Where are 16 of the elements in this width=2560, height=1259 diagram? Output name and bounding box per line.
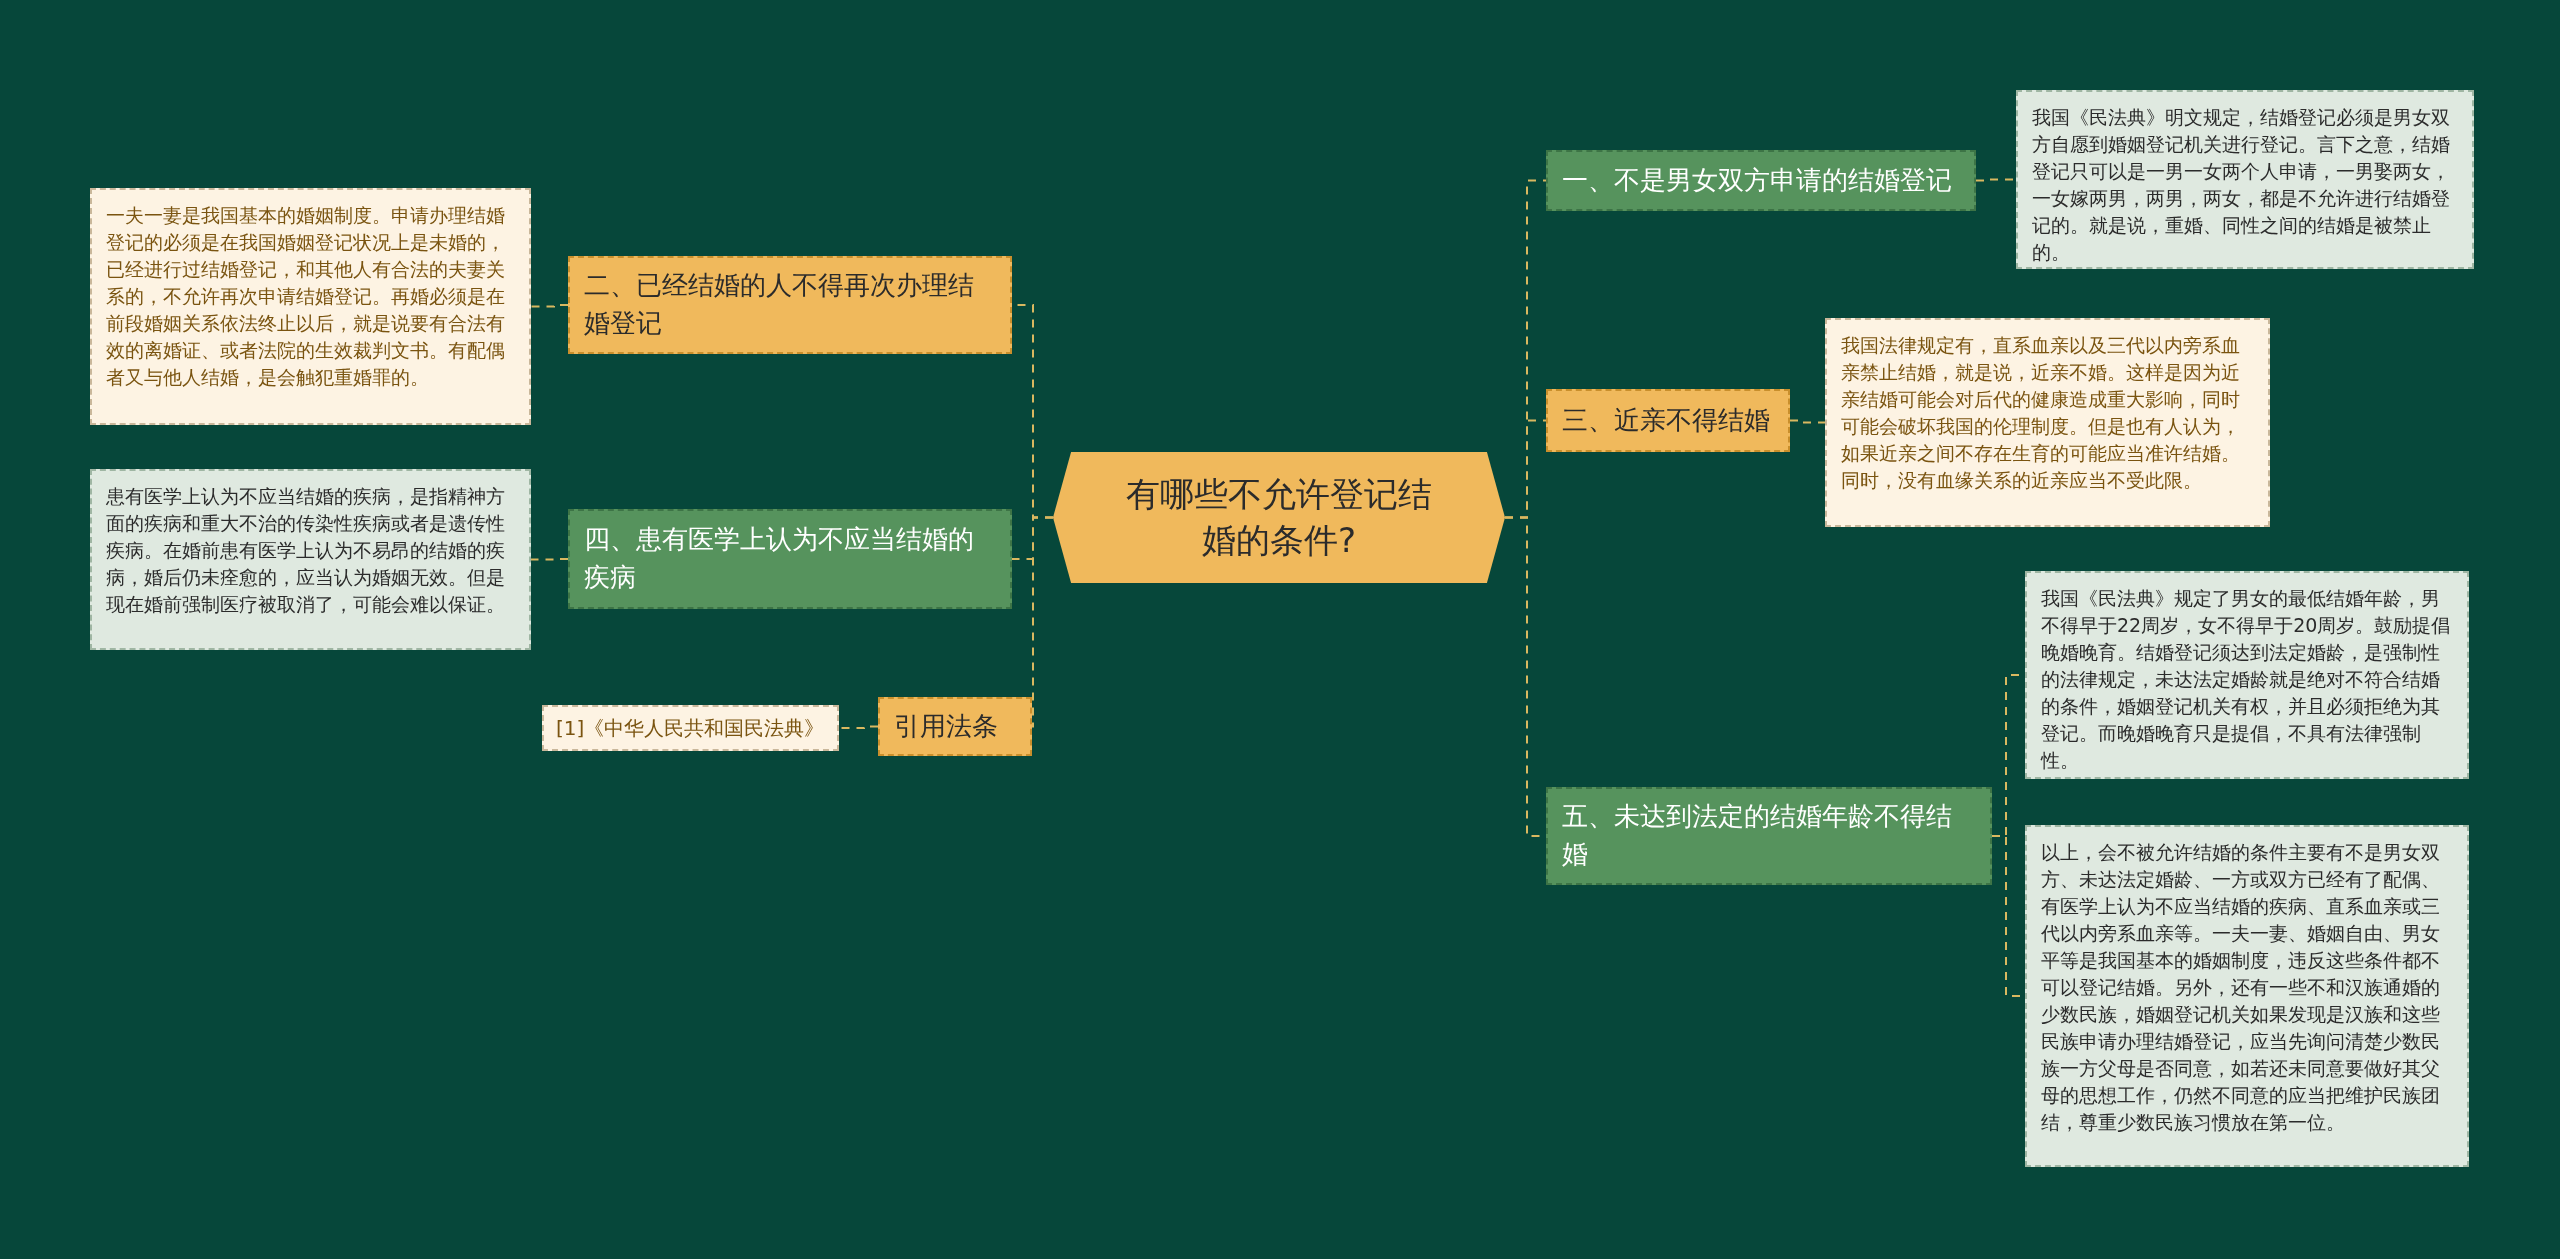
connector bbox=[1789, 419, 1826, 424]
note-box: 一夫一妻是我国基本的婚姻制度。申请办理结婚登记的必须是在我国婚姻登记状况上是未婚的，已经进行过结婚登记，和其他人有合法的夫妻关系的，不允许再次申请结婚登记。再婚必须是在前段婚姻关系依法终止以后，就是说要有合法有效的离婚证、或者法院的生效裁判文书。有配偶者又与他人结婚，是会触犯重婚罪的。 bbox=[90, 188, 531, 425]
branch-box: 三、近亲不得结婚 bbox=[1546, 389, 1790, 452]
note-box: 我国《民法典》明文规定，结婚登记必须是男女双方自愿到婚姻登记机关进行登记。言下之意，结婚登记只可以是一男一女两个人申请，一男娶两女，一女嫁两男，两男，两女，都是不允许进行结婚登记的。就是说，重婚、同性之间的结婚是被禁止的。 bbox=[2016, 90, 2474, 269]
connector bbox=[530, 304, 569, 308]
note-box: 我国法律规定有，直系血亲以及三代以内旁系血亲禁止结婚，就是说，近亲不婚。这样是因为近亲结婚可能会对后代的健康造成重大影响，同时可能会破坏我国的伦理制度。但是也有人认为，如果近亲之间不存在生育的可能应当准许结婚。同时，没有血缘关系的近亲应当不受此限。 bbox=[1825, 318, 2270, 527]
branch-box: 五、未达到法定的结婚年龄不得结婚 bbox=[1546, 787, 1992, 885]
branch-box: 二、已经结婚的人不得再次办理结婚登记 bbox=[568, 256, 1012, 354]
note-box: 我国《民法典》规定了男女的最低结婚年龄，男不得早于22周岁，女不得早于20周岁。鼓励提倡晚婚晚育。结婚登记须达到法定婚龄，是强制性的法律规定，未达法定婚龄就是绝对不符合结婚的条件，婚姻登记机关有权，并且必须拒绝为其登记。而晚婚晚育只是提倡，不具有法律强制性。 bbox=[2025, 571, 2469, 779]
branch-box: 引用法条 bbox=[878, 697, 1032, 756]
note-box: 以上，会不被允许结婚的条件主要有不是男女双方、未达法定婚龄、一方或双方已经有了配偶、有医学上认为不应当结婚的疾病、直系血亲或三代以内旁系血亲等。一夫一妻、婚姻自由、男女平等是我国基本的婚姻制度，违反这些条件都不可以登记结婚。另外，还有一些不和汉族通婚的少数民族，婚姻登记机关如果发现是汉族和这些民族申请办理结婚登记，应当先询问清楚少数民族一方父母是否同意，如若还未同意要做好其父母的思想工作，仍然不同意的应当把维护民族团结，尊重少数民族习惯放在第一位。 bbox=[2025, 825, 2469, 1167]
citation-box: [1]《中华人民共和国民法典》 bbox=[542, 705, 839, 751]
connector bbox=[530, 558, 569, 561]
branch-box: 一、不是男女双方申请的结婚登记 bbox=[1546, 150, 1976, 211]
branch-box: 四、患有医学上认为不应当结婚的疾病 bbox=[568, 509, 1012, 609]
note-box: 患有医学上认为不应当结婚的疾病，是指精神方面的疾病和重大不治的传染性疾病或者是遗传性疾病。在婚前患有医学上认为不易昂的结婚的疾病，婚后仍未痊愈的，应当认为婚姻无效。但是现在婚前强制医疗被取消了，可能会难以保证。 bbox=[90, 469, 531, 650]
